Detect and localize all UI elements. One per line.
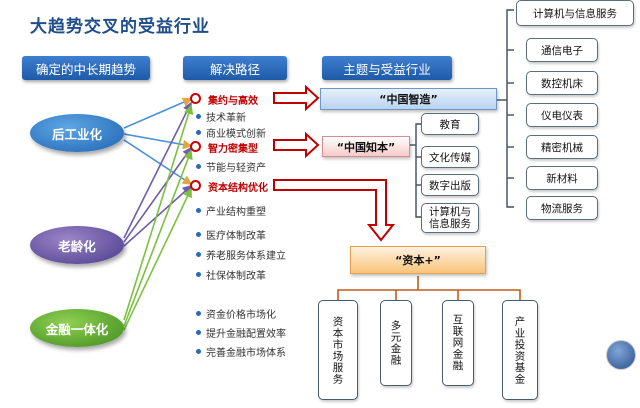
knowledge-industry-item: 教育 <box>421 113 479 135</box>
capital-industry-item: 资本市场服务 <box>318 300 358 400</box>
theme-capital-plus: “资本+” <box>350 246 486 274</box>
capital-industry-item: 多元金融 <box>380 300 412 386</box>
knowledge-industry-item: 计算机与信息服务 <box>421 203 479 233</box>
path-item: 节能与轻资产 <box>206 163 266 174</box>
capital-industry-item: 产业投资基金 <box>502 300 538 400</box>
bullet-icon <box>196 232 201 237</box>
bullet-icon <box>196 114 201 119</box>
bullet-icon <box>196 330 201 335</box>
bullet-icon <box>196 164 201 169</box>
trend-post-industrialization: 后工业化 <box>30 114 124 152</box>
industry-item: 精密机械 <box>526 135 598 159</box>
header-trends: 确定的中长期趋势 <box>22 56 150 80</box>
path-item: 养老服务体系建立 <box>206 251 286 262</box>
knowledge-industry-item: 数字出版 <box>421 174 479 196</box>
path-item: 社保体制改革 <box>206 271 266 282</box>
trend-aging: 老龄化 <box>30 226 124 264</box>
bullet-icon <box>196 311 201 316</box>
path-node-icon <box>190 180 201 191</box>
industry-item: 计算机与信息服务 <box>516 0 634 26</box>
header-paths: 解决路径 <box>183 56 287 80</box>
path-item: 技术革新 <box>206 113 246 124</box>
path-item: 医疗体制改革 <box>206 231 266 242</box>
path-item: 资金价格市场化 <box>206 310 276 321</box>
bullet-icon <box>196 349 201 354</box>
path-item: 提升金融配置效率 <box>206 329 286 340</box>
industry-item: 新材料 <box>526 166 598 190</box>
knowledge-industry-item: 文化传媒 <box>421 146 479 168</box>
industry-item: 物流服务 <box>526 196 598 220</box>
path-intelligence-intensive: 智力密集型 <box>208 144 258 155</box>
path-item: 商业模式创新 <box>206 129 266 140</box>
path-intensive-efficient: 集约与高效 <box>208 96 258 107</box>
path-item: 产业结构重塑 <box>206 207 266 218</box>
path-capital-structure: 资本结构优化 <box>208 183 268 194</box>
bullet-icon <box>196 130 201 135</box>
trend-financial-integration: 金融一体化 <box>30 309 124 347</box>
path-node-icon <box>190 93 201 104</box>
capital-industry-item: 互联网金融 <box>442 300 474 386</box>
industry-item: 通信电子 <box>526 38 598 62</box>
bullet-icon <box>196 272 201 277</box>
bullet-icon <box>196 252 201 257</box>
theme-knowledge-china: “中国知本” <box>322 136 410 157</box>
industry-item: 仪电仪表 <box>526 103 598 127</box>
theme-made-in-china: “中国智造” <box>320 88 497 110</box>
logo-icon <box>606 340 636 370</box>
industry-item: 数控机床 <box>526 71 598 95</box>
bullet-icon <box>196 208 201 213</box>
header-industries: 主题与受益行业 <box>322 56 452 80</box>
page-title: 大趋势交叉的受益行业 <box>30 17 210 37</box>
path-item: 完善金融市场体系 <box>206 348 286 359</box>
path-node-icon <box>190 141 201 152</box>
